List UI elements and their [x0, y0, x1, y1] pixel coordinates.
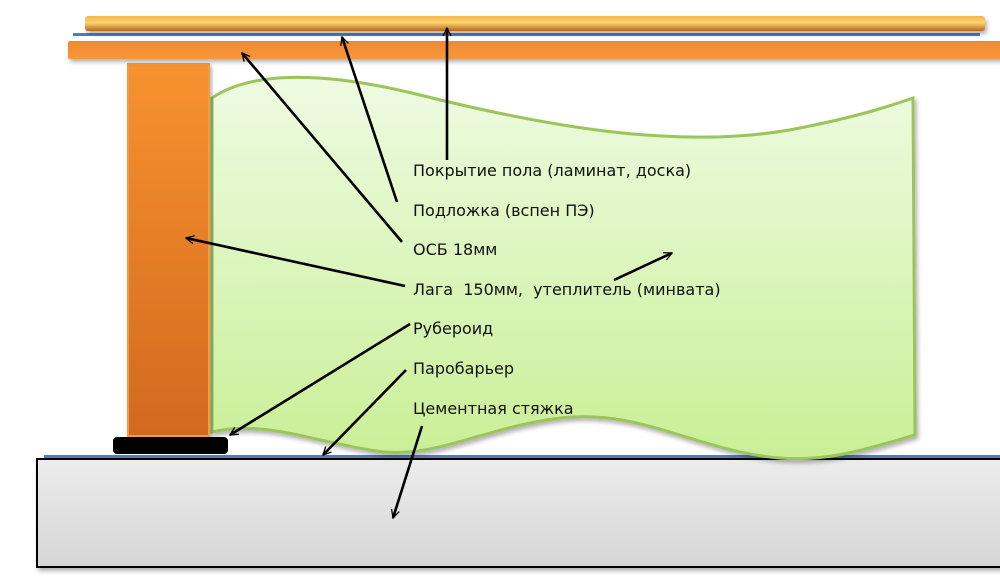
arrow-insulation: [613, 251, 672, 282]
roofing-felt-strip: [113, 437, 228, 454]
cement-screed: [36, 458, 1000, 568]
arrow-underlay: [342, 37, 399, 203]
label-floor-covering: Покрытие пола (ламинат, доска): [413, 161, 691, 180]
label-vapor-barrier: Паробарьер: [413, 359, 514, 378]
arrow-joist: [186, 238, 406, 288]
arrow-osb: [241, 53, 403, 243]
vapor-barrier-film: [44, 455, 1000, 458]
floor-covering-board: [85, 16, 985, 31]
label-underlay: Подложка (вспен ПЭ): [413, 201, 595, 220]
label-joist-insulation: Лага 150мм, утеплитель (минвата): [413, 280, 721, 299]
label-osb: ОСБ 18мм: [413, 240, 497, 259]
osb-board: [68, 41, 1000, 59]
label-cement-screed: Цементная стяжка: [413, 399, 574, 418]
underlay-film: [73, 33, 980, 36]
arrow-cement-screed: [393, 425, 424, 518]
arrow-vapor-barrier: [323, 369, 407, 455]
arrow-roofing-felt: [230, 322, 411, 437]
joist-beam: [127, 63, 210, 437]
label-roofing-felt: Рубероид: [413, 319, 493, 338]
